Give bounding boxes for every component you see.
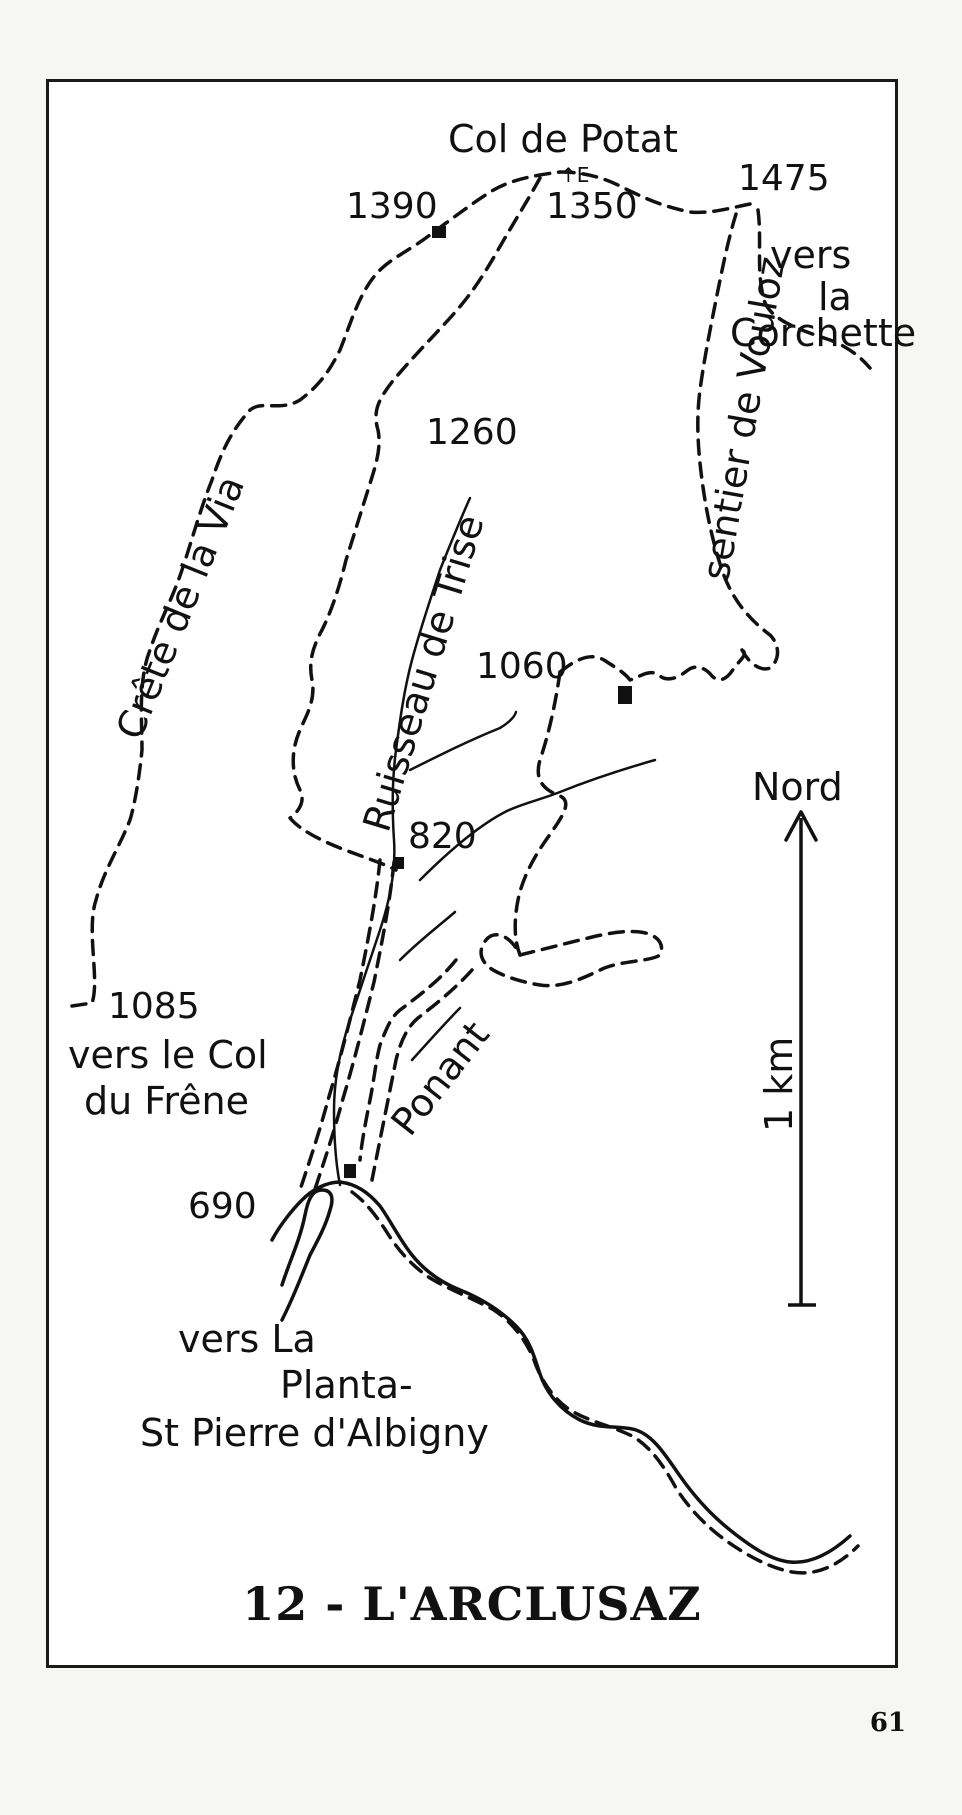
label-1350: 1350 bbox=[546, 186, 638, 227]
label-vers-col-1: vers le Col bbox=[68, 1033, 268, 1077]
stream-side-2 bbox=[418, 758, 657, 882]
col-symbol: ↑E bbox=[560, 163, 589, 187]
map-title: 12 - L'ARCLUSAZ bbox=[242, 1577, 702, 1631]
marker-820 bbox=[394, 857, 404, 869]
label-vers-corchette-1: vers bbox=[770, 233, 851, 277]
trail-zigzag-1060 bbox=[558, 648, 747, 682]
label-sentier-de-vouloz: sentier de Vouloz bbox=[694, 253, 794, 583]
label-820: 820 bbox=[408, 816, 477, 857]
trail-sentier-de-vouloz bbox=[696, 212, 780, 671]
label-vers-planta-3: St Pierre d'Albigny bbox=[140, 1411, 489, 1455]
trail-820-south-b bbox=[312, 860, 396, 1194]
trail-col-east bbox=[558, 170, 752, 215]
trail-vers-corchette bbox=[756, 208, 872, 370]
label-1390: 1390 bbox=[346, 186, 438, 227]
trail-ponant-2 bbox=[370, 968, 474, 1182]
page-number: 61 bbox=[869, 1708, 906, 1738]
north-arrow-head bbox=[784, 810, 818, 842]
label-1060: 1060 bbox=[476, 646, 568, 687]
stream-ruisseau-de-trise bbox=[332, 496, 472, 1187]
trail-col-south bbox=[288, 176, 542, 872]
label-vers-planta-2: Planta- bbox=[280, 1363, 413, 1407]
map-frame bbox=[46, 79, 898, 1668]
label-vers-corchette-2: la bbox=[818, 275, 852, 319]
trail-ponant bbox=[358, 958, 458, 1162]
trail-east-loop bbox=[479, 929, 664, 988]
stream-side-1 bbox=[408, 710, 518, 772]
label-vers-col-2: du Frêne bbox=[84, 1079, 249, 1123]
label-col-de-potat: Col de Potat bbox=[448, 117, 678, 161]
road-hairpin bbox=[280, 1188, 334, 1322]
marker-1060 bbox=[618, 686, 632, 704]
label-1475: 1475 bbox=[738, 158, 830, 199]
stream-side-3 bbox=[398, 910, 457, 962]
stream-side-4 bbox=[410, 1006, 462, 1062]
label-690: 690 bbox=[188, 1186, 257, 1227]
trail-1060-south bbox=[513, 670, 568, 957]
label-north: Nord bbox=[752, 765, 843, 809]
label-1260: 1260 bbox=[426, 412, 518, 453]
label-crete-de-la-via: Crête de la Via bbox=[108, 470, 254, 746]
trail-820-south-a bbox=[298, 858, 382, 1192]
label-1085: 1085 bbox=[108, 986, 200, 1027]
label-scale: 1 km bbox=[757, 1037, 801, 1132]
trail-crete-de-la-via bbox=[70, 170, 562, 1008]
label-vers-corchette-3: Corchette bbox=[730, 311, 916, 355]
road-hairpin-3 bbox=[350, 1190, 860, 1575]
marker-690 bbox=[344, 1164, 356, 1178]
label-ruisseau-de-trise: Ruisseau de Trise bbox=[355, 510, 493, 837]
label-ponant: Ponant bbox=[382, 1013, 497, 1143]
label-vers-planta-1: vers La bbox=[178, 1317, 316, 1361]
marker-1390 bbox=[432, 226, 446, 238]
